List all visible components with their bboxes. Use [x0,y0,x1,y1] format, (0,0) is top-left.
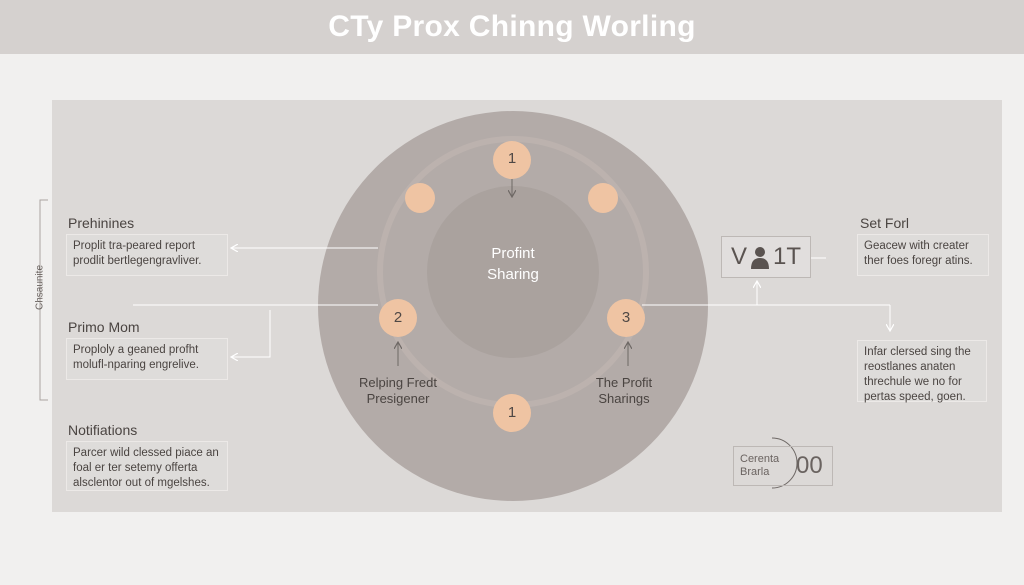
right-section-box-2-line1: Infar clersed sing the [864,346,971,358]
left-section-heading-2: Primo Mom [68,319,140,335]
counter-label: Cerenta Brarla [734,453,790,479]
right-section-box-1: Geacew with creater ther foes foregr ati… [857,234,989,276]
badge-right: 1T [773,243,802,270]
left-section-box-3-line3: alsclentor out of mgelshes. [73,477,210,489]
right-section-box-2-line2: reostlanes anaten [864,361,956,373]
node-top-label: 1 [507,150,517,167]
left-section-heading-1: Prehinines [68,215,135,231]
right-section-box-1-line2: ther foes foregr atins. [864,255,973,267]
left-section-box-3-line1: Parcer wild clessed piace an [73,447,219,459]
right-section-box-1-line1: Geacew with creater [864,240,969,252]
center-label: Profint Sharing [463,243,563,285]
left-bracket [39,199,48,401]
left-section-box-2: Proploly a geaned profht molufl-nparing … [66,338,228,380]
left-section-box-2-line2: molufl-nparing engrelive. [73,359,199,371]
left-section-box-1-line2: prodlit bertlegengravliver. [73,255,202,267]
badge[interactable]: V 1T [721,236,811,278]
inner-circle [427,186,599,358]
page-title: CTy Prox Chinng Worling [328,10,696,43]
node-top[interactable] [493,141,531,179]
node-top-right-dot[interactable] [588,183,618,213]
person-icon [751,247,769,269]
counter-label-line2: Brarla [740,466,770,478]
left-node-caption-line1: Relping Fredt [358,375,438,390]
right-section-box-2-line3: threchule we no for [864,376,962,388]
left-node-caption: Relping Fredt Presigener [348,375,448,407]
left-section-box-1: Proplit tra-peared report prodlit bertle… [66,234,228,276]
badge-left: V [730,243,747,270]
right-node-caption-line1: The Profit [595,375,653,390]
left-section-box-3-line2: foal er ter setemy offerta [73,462,198,474]
counter-value: 00 [796,452,823,479]
node-left-label: 2 [393,309,403,326]
right-section-box-2-line4: pertas speed, goen. [864,391,966,403]
node-bottom-label: 1 [507,404,517,421]
right-section-box-2: Infar clersed sing the reostlanes anaten… [857,340,987,403]
left-node-caption-line2: Presigener [366,391,430,406]
left-section-box-2-line1: Proploly a geaned profht [73,344,199,356]
right-node-caption-line2: Sharings [598,391,650,406]
left-section-heading-3: Notifiations [68,422,138,438]
node-left[interactable] [379,299,417,337]
counter-box: Cerenta Brarla 00 [733,446,833,486]
node-right-label: 3 [621,309,631,326]
center-label-line1: Profint [491,245,535,262]
connector-left-bottom [232,310,271,357]
counter-label-line1: Cerenta [740,453,780,465]
right-node-caption: The Profit Sharings [574,375,674,407]
left-section-box-3: Parcer wild clessed piace an foal er ter… [66,441,228,491]
node-bottom[interactable] [493,394,531,432]
right-section-heading-1: Set Forl [860,215,910,231]
node-right[interactable] [607,299,645,337]
center-label-line2: Sharing [487,266,539,283]
left-section-box-1-line1: Proplit tra-peared report [73,240,196,252]
title-bar: CTy Prox Chinng Worling [0,0,1024,54]
node-top-left-dot[interactable] [405,183,435,213]
